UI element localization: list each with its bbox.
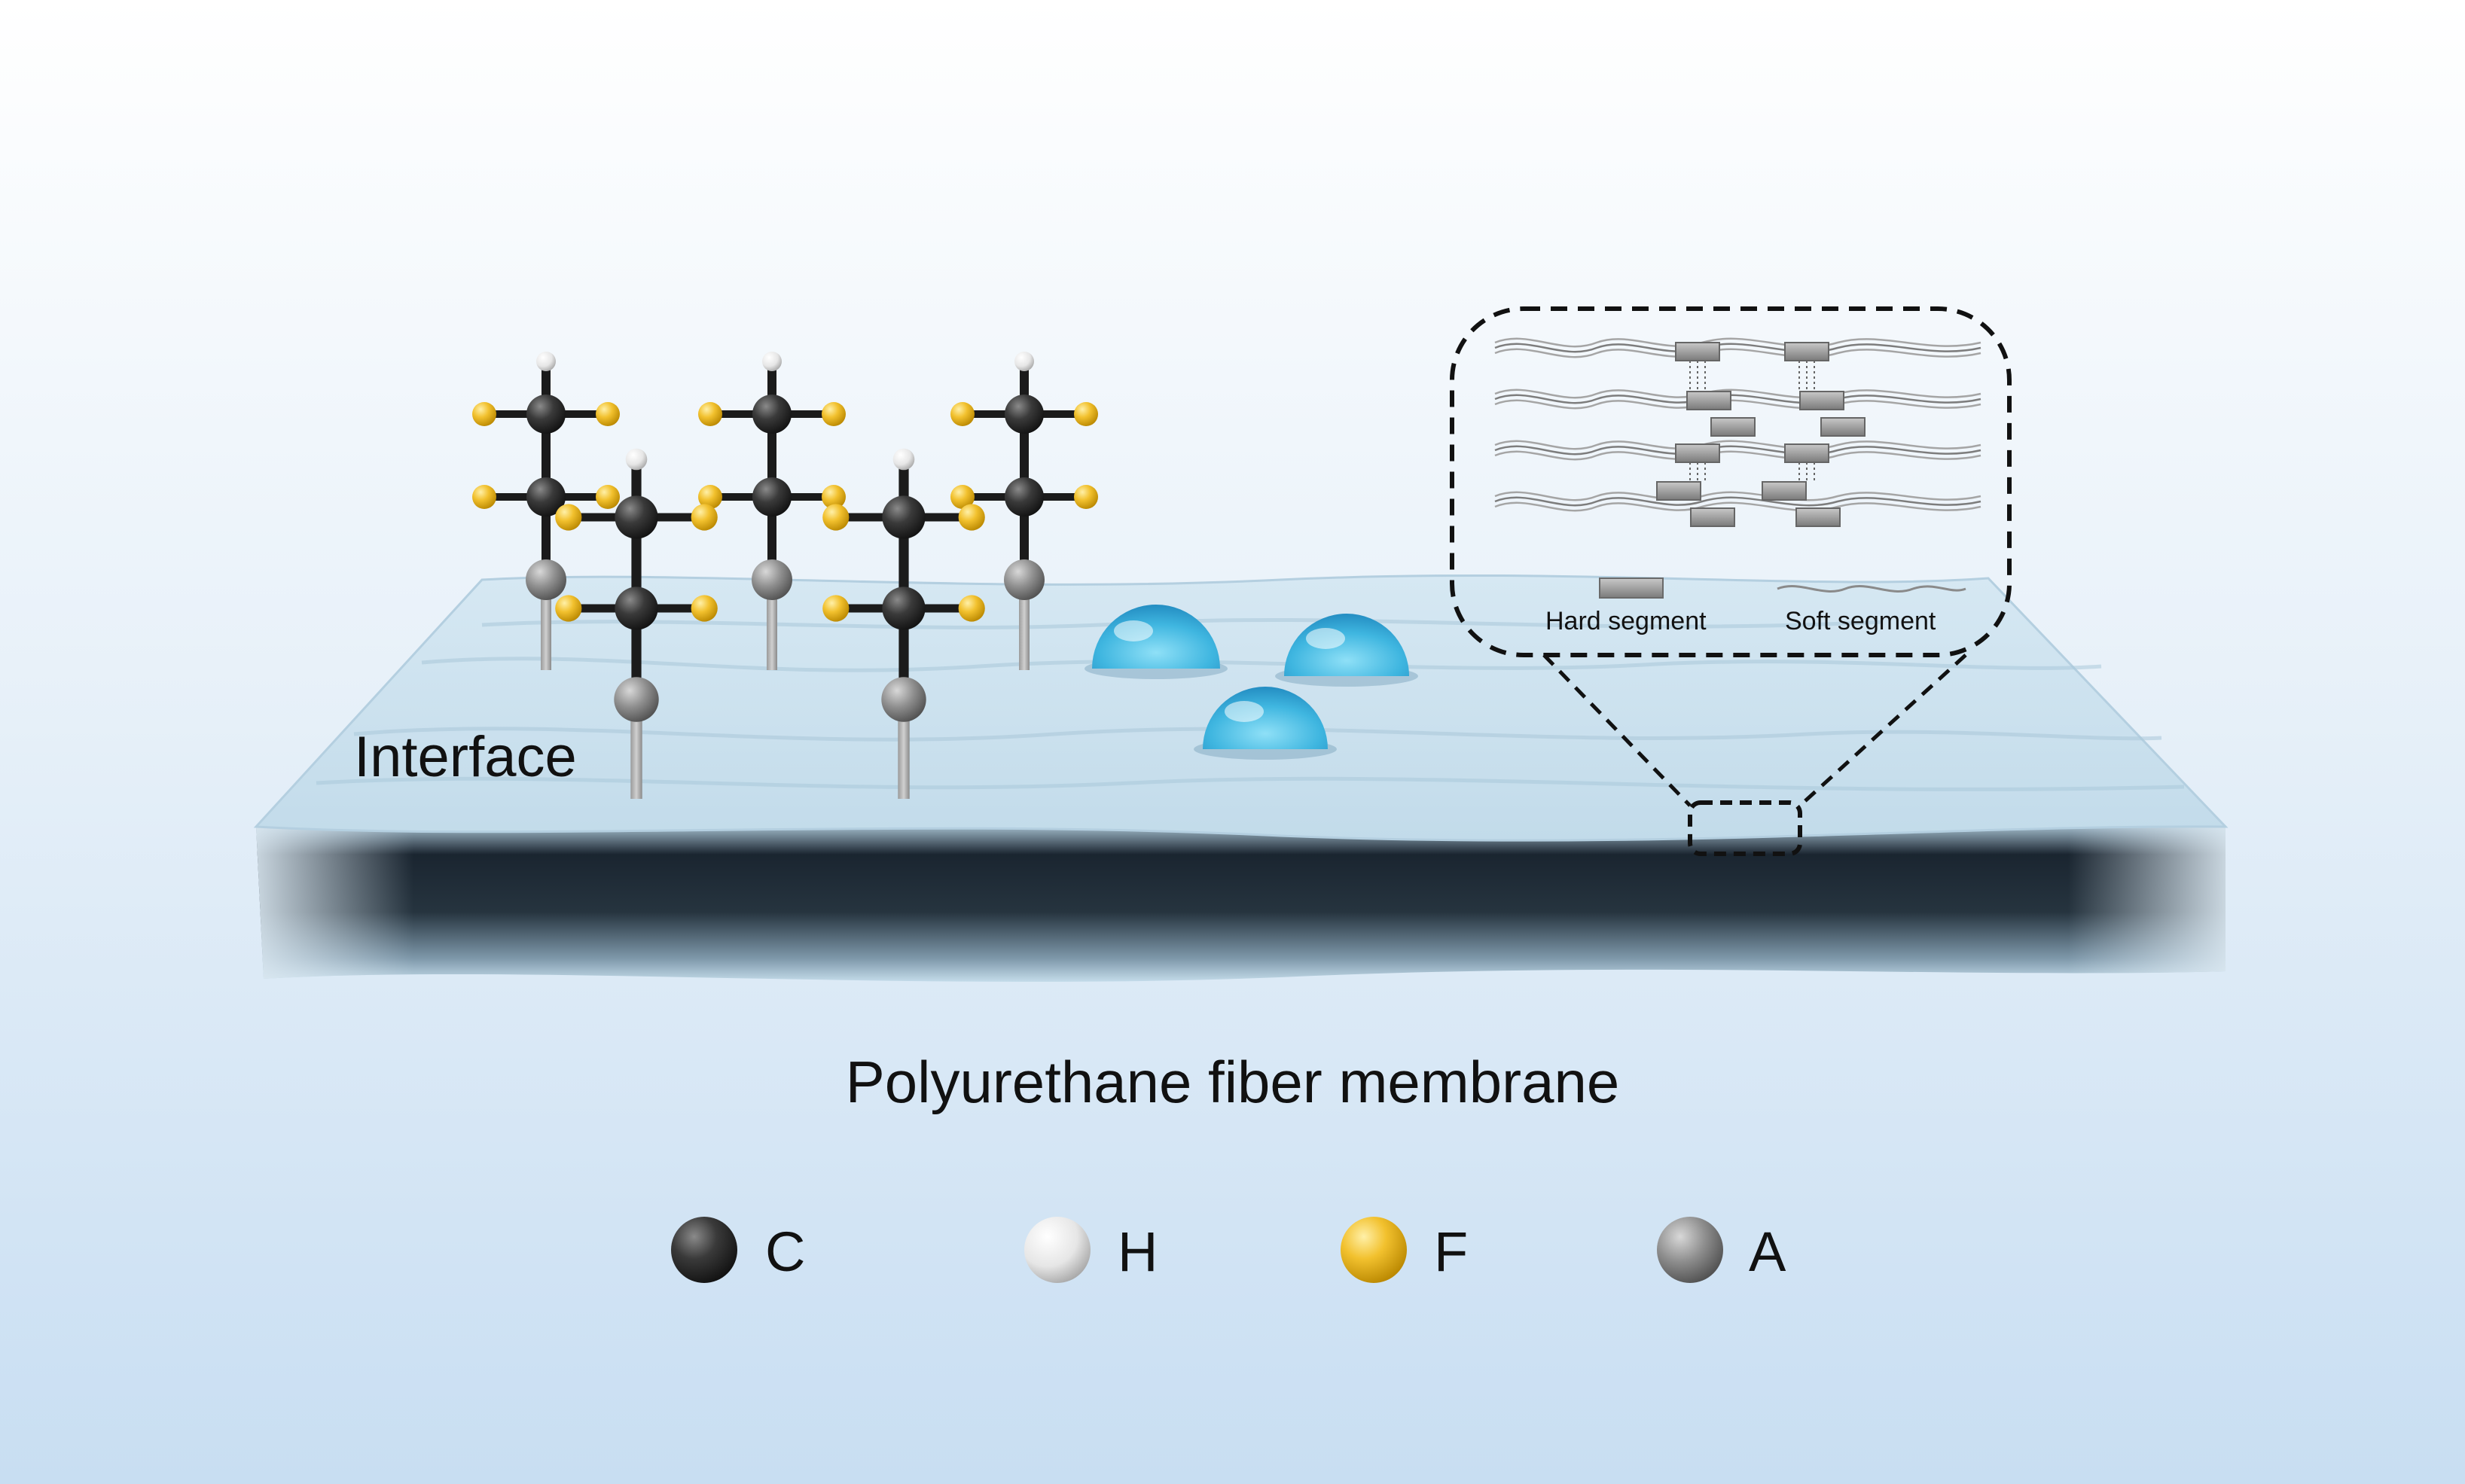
soft-segment-chain [1494, 501, 1981, 512]
fluorine-atom [958, 504, 985, 531]
anchor-atom [614, 677, 659, 722]
hard-segment-block [1784, 342, 1829, 361]
water-droplet [1194, 687, 1337, 760]
fluorine-atom [950, 402, 975, 426]
membrane-ripples [316, 617, 2185, 791]
legend-a-label: A [1749, 1220, 1786, 1283]
fluorine-atom [1074, 402, 1098, 426]
carbon-atom [615, 495, 658, 539]
molecule [822, 448, 985, 799]
callout-connector-right [1798, 654, 1967, 807]
interface-label: Interface [354, 725, 577, 789]
fluorine-atom [1074, 485, 1098, 509]
carbon-atom [882, 495, 926, 539]
anchor-atom [1004, 559, 1045, 600]
anchor-atom [881, 677, 926, 722]
carbon-atom [882, 587, 926, 630]
hard-segment-block [1710, 417, 1756, 437]
fluorine-atom [822, 504, 850, 531]
molecule [698, 352, 846, 670]
fluorine-atom [472, 485, 496, 509]
fluorine-atom [822, 485, 846, 509]
fluorine-atom [822, 402, 846, 426]
legend-c-sphere [671, 1217, 737, 1283]
molecule [472, 352, 620, 670]
callout-frame [1450, 306, 2012, 657]
molecule [555, 448, 718, 799]
soft-segment-label: Soft segment [1785, 607, 1936, 635]
hard-segment-block [1686, 391, 1731, 410]
hard-segment-block [1784, 443, 1829, 463]
fluorine-atom [698, 485, 722, 509]
fluorine-atom [596, 485, 620, 509]
hard-segment-label: Hard segment [1545, 607, 1707, 635]
soft-segment-chain [1494, 337, 1981, 348]
legend-spheres [671, 1217, 1723, 1283]
hard-segment-block [1656, 481, 1701, 501]
zoom-callout [1450, 306, 2012, 856]
fluorine-atom [950, 485, 975, 509]
hard-segment-block [1675, 443, 1720, 463]
fluorine-atom [691, 504, 718, 531]
fluorinated-molecules [472, 352, 1098, 799]
hard-segment-block [1799, 391, 1844, 410]
membrane-label: Polyurethane fiber membrane [845, 1049, 1620, 1115]
hydrogen-atom [892, 448, 915, 471]
anchor-atom [752, 559, 792, 600]
fluorine-atom [596, 402, 620, 426]
carbon-atom [526, 395, 566, 434]
hydrogen-atom [1014, 352, 1034, 371]
water-droplet [1275, 614, 1418, 687]
fluorine-atom [822, 595, 850, 622]
zoom-source-box [1688, 800, 1802, 856]
hard-segment-blocks [1656, 342, 1866, 527]
water-droplets [1085, 605, 1418, 760]
membrane-side-fade [256, 826, 2226, 983]
water-droplet [1085, 605, 1228, 679]
molecule [950, 352, 1098, 670]
fluorine-atom [472, 402, 496, 426]
fluorine-atom [698, 402, 722, 426]
legend-h-sphere [1024, 1217, 1091, 1283]
hard-segment-block [1675, 342, 1720, 361]
carbon-atom [752, 395, 792, 434]
soft-segment-legend-line [1777, 585, 1966, 593]
legend-f-sphere [1341, 1217, 1407, 1283]
fluorine-atom [958, 595, 985, 622]
carbon-atom [1005, 395, 1044, 434]
legend-h-label: H [1118, 1220, 1158, 1283]
hard-segment-legend-block [1599, 577, 1664, 599]
carbon-atom [615, 587, 658, 630]
carbon-atom [752, 477, 792, 517]
soft-segment-chain [1494, 496, 1981, 507]
hard-segment-block [1762, 481, 1807, 501]
fluorine-atom [555, 595, 582, 622]
hydrogen-atom [762, 352, 782, 371]
carbon-atom [526, 477, 566, 517]
soft-segment-chain [1494, 491, 1981, 501]
legend-f-label: F [1434, 1220, 1469, 1283]
hydrogen-atom [536, 352, 556, 371]
callout-connector-left [1542, 654, 1692, 807]
legend-c-label: C [765, 1220, 806, 1283]
carbon-atom [1005, 477, 1044, 517]
hard-segment-block [1795, 507, 1841, 527]
fluorine-atom [691, 595, 718, 622]
hard-segment-block [1820, 417, 1866, 437]
hydrogen-atom [625, 448, 648, 471]
hard-segment-block [1690, 507, 1735, 527]
fluorine-atom [555, 504, 582, 531]
anchor-atom [526, 559, 566, 600]
legend-a-sphere [1657, 1217, 1723, 1283]
